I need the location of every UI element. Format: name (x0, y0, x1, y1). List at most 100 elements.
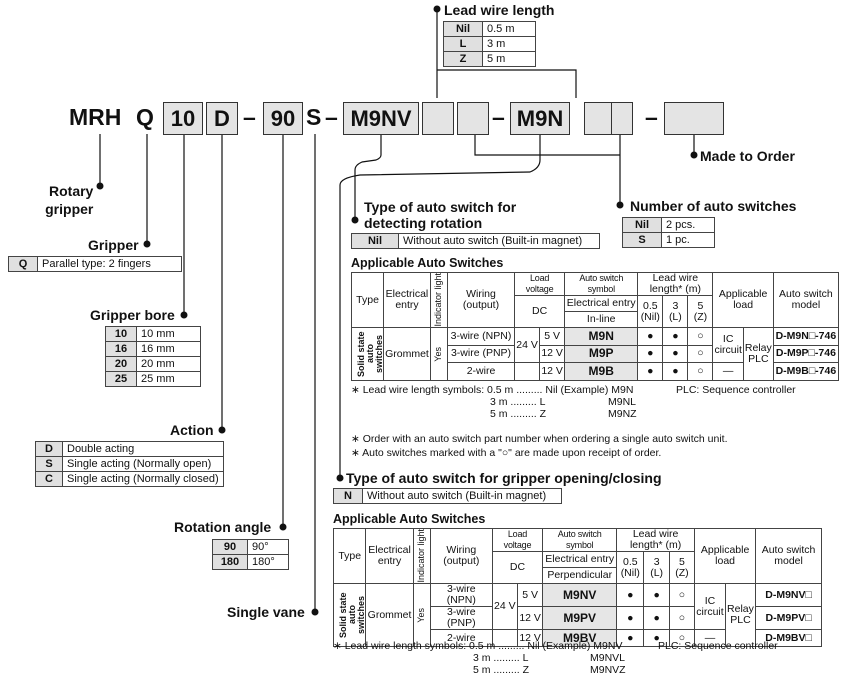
value-cell: 1 pc. (661, 232, 715, 248)
dc24-cell: 24 V (491, 583, 518, 630)
code-cell: 16 (105, 341, 137, 357)
switch-table-1: Type Electrical entry Indicator light Wi… (350, 272, 840, 381)
lead-wire-length-title: Lead wire length (444, 2, 555, 18)
indicator-header: Indicator light (429, 272, 448, 328)
value-cell: Double acting (62, 441, 224, 457)
symbol-cell: M9B (564, 362, 639, 381)
value-cell: 25 mm (136, 371, 201, 387)
l05-cell: ● (616, 583, 645, 607)
load-voltage-header: Load voltage (491, 528, 544, 552)
table1-title: Applicable Auto Switches (351, 256, 504, 270)
entry-cell: Grommet (383, 327, 431, 381)
volt-cell: 12 V (539, 344, 566, 364)
direction-header: Perpendicular (542, 567, 618, 584)
model-header: Auto switch model (755, 528, 822, 584)
action-title: Action (170, 422, 214, 438)
indicator-header: Indicator light (412, 528, 431, 584)
l5-cell: ○ (668, 606, 696, 630)
number-switches-box (422, 102, 454, 135)
code-cell: 20 (105, 356, 137, 372)
code-cell: L (443, 36, 483, 52)
relay-cell: Relay PLC (724, 583, 757, 647)
type-label: Solid state auto switches (355, 331, 384, 377)
series-text: MRH (69, 104, 122, 130)
code-cell: Nil (351, 233, 399, 249)
wiring-header: Wiring (output) (446, 272, 516, 328)
model-cell: D-M9BV□ (755, 629, 822, 647)
code-cell: Nil (443, 21, 483, 37)
indicator-label: Indicator light (433, 273, 444, 327)
l3-cell: ● (643, 629, 670, 647)
code-cell: Q (8, 256, 38, 272)
type-cell: Solid state auto switches (350, 327, 385, 381)
bore-box: 10 (163, 102, 203, 135)
model-cell: D-M9NV□ (755, 583, 822, 607)
rotary-line2: gripper (45, 201, 94, 217)
volt-cell: 5 V (539, 327, 566, 346)
l5-label: 5 (679, 555, 685, 568)
table2-plc-note: PLC: Sequence controller (658, 640, 778, 652)
code-cell: 25 (105, 371, 137, 387)
gripper-switch-type-title: Type of auto switch for gripper opening/… (346, 470, 662, 486)
value-cell: 10 mm (136, 326, 201, 342)
code-cell: 180 (212, 554, 248, 570)
l05-cell: ● (616, 606, 645, 630)
lead-wire-box (457, 102, 489, 135)
volt-cell: 5 V (516, 583, 544, 607)
electrical-entry-header: Electrical entry (383, 272, 431, 328)
table1-lead-note: ∗ Lead wire length symbols: 0.5 m ......… (351, 384, 634, 396)
l5-cell: ○ (668, 583, 696, 607)
title-line2: detecting rotation (364, 215, 483, 231)
made-to-order-title: Made to Order (700, 148, 795, 164)
rotary-gripper-title: Rotary gripper (45, 182, 94, 218)
l05-header: 0.5(Nil) (616, 551, 645, 584)
l5-cell: ○ (668, 629, 696, 647)
dc24-cell: 24 V (514, 326, 541, 364)
rotary-line1: Rotary (49, 183, 94, 199)
code-cell: S (622, 232, 662, 248)
l05-sub: (Nil) (620, 566, 640, 579)
symbol-cell: M9N (564, 327, 639, 346)
wiring-header: Wiring (output) (429, 528, 493, 584)
angle-box: 90 (263, 102, 303, 135)
table2-lead-note-2: 3 m ......... L (473, 652, 529, 664)
wiring-cell: 3-wire (PNP) (446, 344, 516, 364)
l5-header: 5(Z) (687, 295, 714, 328)
gripper-title: Gripper (88, 237, 139, 253)
entry-sub-header: Electrical entry (542, 551, 618, 568)
value-cell: 2 pcs. (661, 217, 715, 233)
indicator-value: Yes (433, 346, 444, 362)
dash: – (645, 104, 658, 130)
type-header: Type (350, 272, 385, 328)
l05-cell: ● (637, 344, 664, 364)
dash: – (325, 104, 338, 130)
table1-example-3: M9NZ (608, 408, 637, 420)
l05-cell: ● (637, 362, 664, 381)
lead-wire-box-2 (611, 102, 633, 135)
applicable-load-header: Applicable load (712, 272, 774, 328)
code-cell: Nil (622, 217, 662, 233)
indicator-cell: Yes (429, 327, 448, 381)
blank-cell (514, 362, 541, 381)
model-cell: D-M9N□-746 (772, 327, 840, 346)
code-cell: 90 (212, 539, 248, 555)
l05-label: 0.5 (623, 555, 638, 568)
table2-lead-note-3: 5 m ......... Z (473, 664, 530, 676)
l3-header: 3(L) (662, 295, 689, 328)
l3-header: 3(L) (643, 551, 670, 584)
code-cell: Z (443, 51, 483, 67)
type-cell: Solid state auto switches (332, 583, 367, 647)
load-cell: — (694, 629, 726, 647)
wiring-cell: 3-wire (NPN) (446, 327, 516, 346)
value-cell: 180° (247, 554, 289, 570)
load-voltage-header: Load voltage (514, 272, 566, 296)
switch-symbol-header: Auto switch symbol (542, 528, 618, 552)
code-cell: N (333, 488, 363, 504)
l05-cell: ● (616, 629, 645, 647)
l05-header: 0.5(Nil) (637, 295, 664, 328)
indicator-value: Yes (416, 607, 427, 623)
vane-code: S (306, 104, 322, 130)
